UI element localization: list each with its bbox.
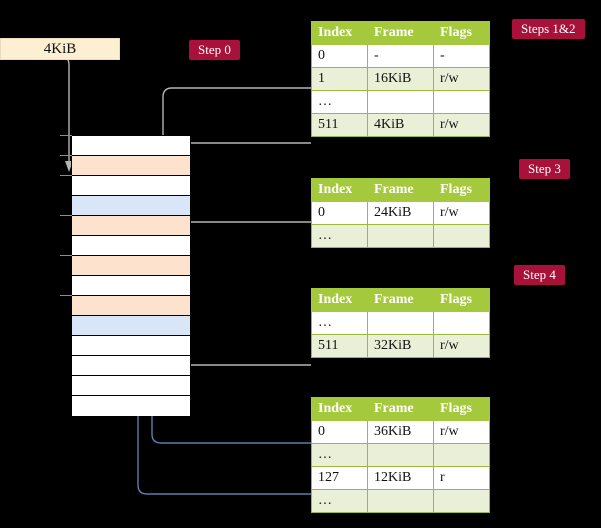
column-header-index: Index [311, 21, 368, 45]
table-row: … [311, 489, 490, 513]
column-header-index: Index [311, 178, 368, 202]
memory-tick [60, 295, 72, 296]
table-cell-frame: 36KiB [367, 420, 434, 444]
table-cell-flags [433, 90, 490, 114]
badge-step-0: Step 0 [189, 40, 240, 60]
table-cell-frame: - [367, 44, 434, 68]
table-cell-index: 0 [311, 420, 368, 444]
table-cell-index: 1 [311, 67, 368, 91]
memory-frame-row [72, 276, 190, 296]
memory-frame-row [72, 356, 190, 376]
column-header-frame: Frame [367, 178, 434, 202]
table-cell-index: 0 [311, 201, 368, 225]
column-header-index: Index [311, 397, 368, 421]
memory-tick [60, 175, 72, 176]
table-cell-index: 511 [311, 334, 368, 358]
column-header-index: Index [311, 288, 368, 312]
table-cell-index: 0 [311, 44, 368, 68]
table-cell-frame [367, 489, 434, 513]
table-row: … [311, 224, 490, 248]
table-row: … [311, 311, 490, 335]
memory-tick [60, 255, 72, 256]
table-cell-index: … [311, 224, 368, 248]
memory-tick [60, 215, 72, 216]
memory-frame-row [72, 256, 190, 276]
table-cell-index: … [311, 90, 368, 114]
badge-steps-1-2: Steps 1&2 [512, 19, 585, 39]
table-cell-flags: r/w [433, 420, 490, 444]
table-cell-frame: 32KiB [367, 334, 434, 358]
table-cell-index: 127 [311, 466, 368, 490]
memory-frame-row [72, 156, 190, 176]
table-cell-index: … [311, 489, 368, 513]
column-header-frame: Frame [367, 288, 434, 312]
table-cell-frame: 4KiB [367, 113, 434, 137]
table-cell-flags [433, 311, 490, 335]
table-cell-index: … [311, 443, 368, 467]
table-cell-frame [367, 443, 434, 467]
memory-frame-row [72, 396, 190, 416]
memory-frame-row [72, 176, 190, 196]
memory-frame-row [72, 336, 190, 356]
memory-frame-row [72, 316, 190, 336]
column-header-flags: Flags [433, 288, 490, 312]
memory-frame-row [72, 216, 190, 236]
badge-step-4: Step 4 [514, 265, 565, 285]
table-cell-flags: r [433, 466, 490, 490]
table-cell-frame [367, 311, 434, 335]
badge-step-3: Step 3 [519, 159, 570, 179]
page-size-label: 4KiB [0, 38, 120, 60]
table-cell-flags [433, 443, 490, 467]
column-header-frame: Frame [367, 21, 434, 45]
table-cell-index: … [311, 311, 368, 335]
table-row: … [311, 443, 490, 467]
table-cell-frame: 16KiB [367, 67, 434, 91]
column-header-frame: Frame [367, 397, 434, 421]
table-cell-flags: - [433, 44, 490, 68]
table-row: 0-- [311, 44, 490, 68]
column-header-flags: Flags [433, 178, 490, 202]
memory-frame-row [72, 296, 190, 316]
table-cell-frame [367, 224, 434, 248]
table-cell-flags [433, 489, 490, 513]
memory-tick [60, 155, 72, 156]
table-row: … [311, 90, 490, 114]
table-cell-frame [367, 90, 434, 114]
table-cell-flags: r/w [433, 113, 490, 137]
table-cell-index: 511 [311, 113, 368, 137]
table-cell-flags: r/w [433, 334, 490, 358]
table-cell-flags: r/w [433, 67, 490, 91]
table-cell-frame: 12KiB [367, 466, 434, 490]
memory-frame-row [72, 376, 190, 396]
memory-frame-row [72, 196, 190, 216]
memory-frame-row [72, 136, 190, 156]
table-cell-flags [433, 224, 490, 248]
table-cell-flags: r/w [433, 201, 490, 225]
column-header-flags: Flags [433, 397, 490, 421]
column-header-flags: Flags [433, 21, 490, 45]
physical-memory-column [71, 135, 191, 416]
memory-frame-row [72, 236, 190, 256]
table-cell-frame: 24KiB [367, 201, 434, 225]
memory-tick [60, 135, 72, 136]
